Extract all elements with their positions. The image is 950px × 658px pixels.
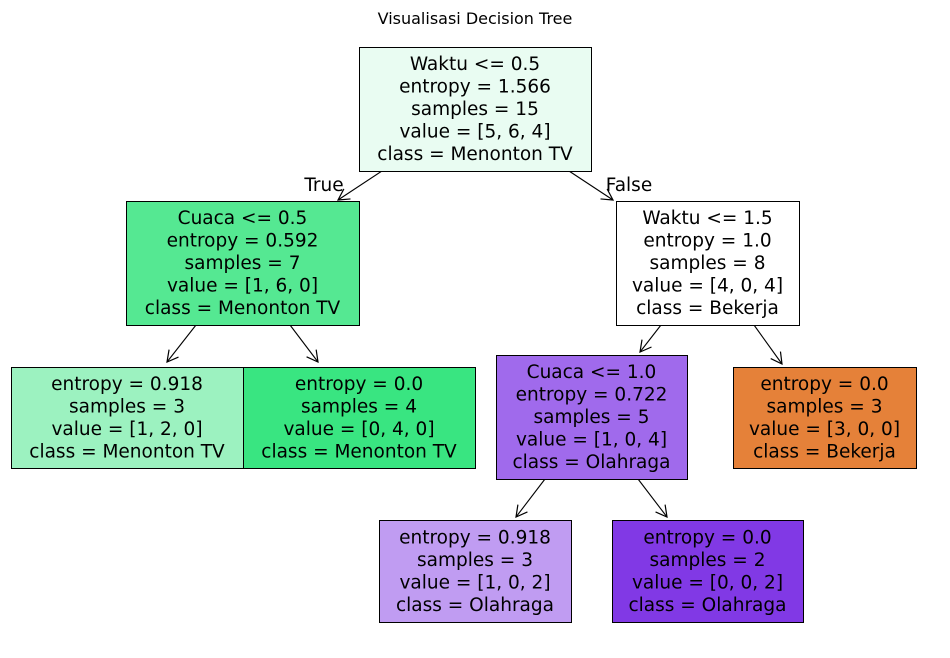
edge-n4-n5 [639,324,662,353]
edge-n5-n6 [515,478,546,518]
node-text-line: value = [4, 0, 4] [632,276,783,297]
node-text-line: class = Menonton TV [261,441,457,462]
node-text-line: value = [1, 6, 0] [167,276,318,297]
node-text-line: entropy = 1.566 [399,77,551,98]
node-box [126,201,360,326]
node-text-line: value = [1, 2, 0] [51,419,202,440]
node-text-line: entropy = 0.592 [167,231,319,252]
node-text-line: value = [1, 0, 2] [399,572,550,593]
node-text-line: value = [3, 0, 0] [749,419,900,440]
node-text-line: entropy = 0.918 [399,527,551,548]
node-text-line: value = [0, 0, 2] [632,572,783,593]
node-text-line: samples = 15 [411,99,539,120]
node-box [11,367,244,469]
edge-label-true: True [303,175,343,196]
node-text-line: samples = 3 [69,396,185,417]
node-text-line: class = Menonton TV [145,298,341,319]
node-text-line: Waktu <= 0.5 [410,54,540,75]
node-text-line: class = Olahraga [629,595,787,616]
node-text-line: value = [5, 6, 4] [399,122,550,143]
node-text-line: class = Bekerja [753,441,896,462]
edge-n4-n8 [753,324,783,366]
edge-n0-n1 [336,170,383,201]
node-text-line: samples = 8 [650,253,766,274]
node-text-line: entropy = 0.0 [760,374,888,395]
node-text-line: samples = 5 [534,407,650,428]
node-box [612,520,804,623]
node-text-line: class = Olahraga [513,452,671,473]
node-box [496,355,688,480]
diagram-title: Visualisasi Decision Tree [378,9,573,28]
node-box [243,367,476,469]
node-text-line: class = Menonton TV [377,144,573,165]
edge-n1-n3 [289,324,319,363]
node-text-line: class = Menonton TV [29,441,225,462]
node-text-line: value = [1, 0, 4] [516,430,667,451]
node-text-line: entropy = 0.0 [643,527,771,548]
node-text-line: class = Olahraga [396,595,554,616]
node-text-line: samples = 4 [301,396,417,417]
node-text-line: samples = 3 [767,396,883,417]
node-text-line: Cuaca <= 0.5 [178,208,308,229]
node-box [616,201,800,326]
node-text-line: class = Bekerja [636,298,779,319]
node-box [733,367,917,469]
node-text-line: Waktu <= 1.5 [642,208,772,229]
edge-n5-n7 [637,478,668,518]
node-text-line: Cuaca <= 1.0 [527,362,657,383]
edges-layer: True False [166,170,783,518]
node-text-line: samples = 2 [650,550,766,571]
edge-label-false: False [606,175,652,196]
node-text-line: entropy = 0.722 [516,385,668,406]
node-box [379,520,572,623]
node-text-line: value = [0, 4, 0] [283,419,434,440]
node-text-line: samples = 3 [417,550,533,571]
node-text-line: samples = 7 [185,253,301,274]
edge-n0-n4 [568,170,615,201]
node-text-line: entropy = 0.0 [295,374,423,395]
node-text-line: entropy = 1.0 [643,231,771,252]
node-box [359,47,592,172]
node-text-line: entropy = 0.918 [51,374,203,395]
edge-n1-n2 [166,324,197,363]
